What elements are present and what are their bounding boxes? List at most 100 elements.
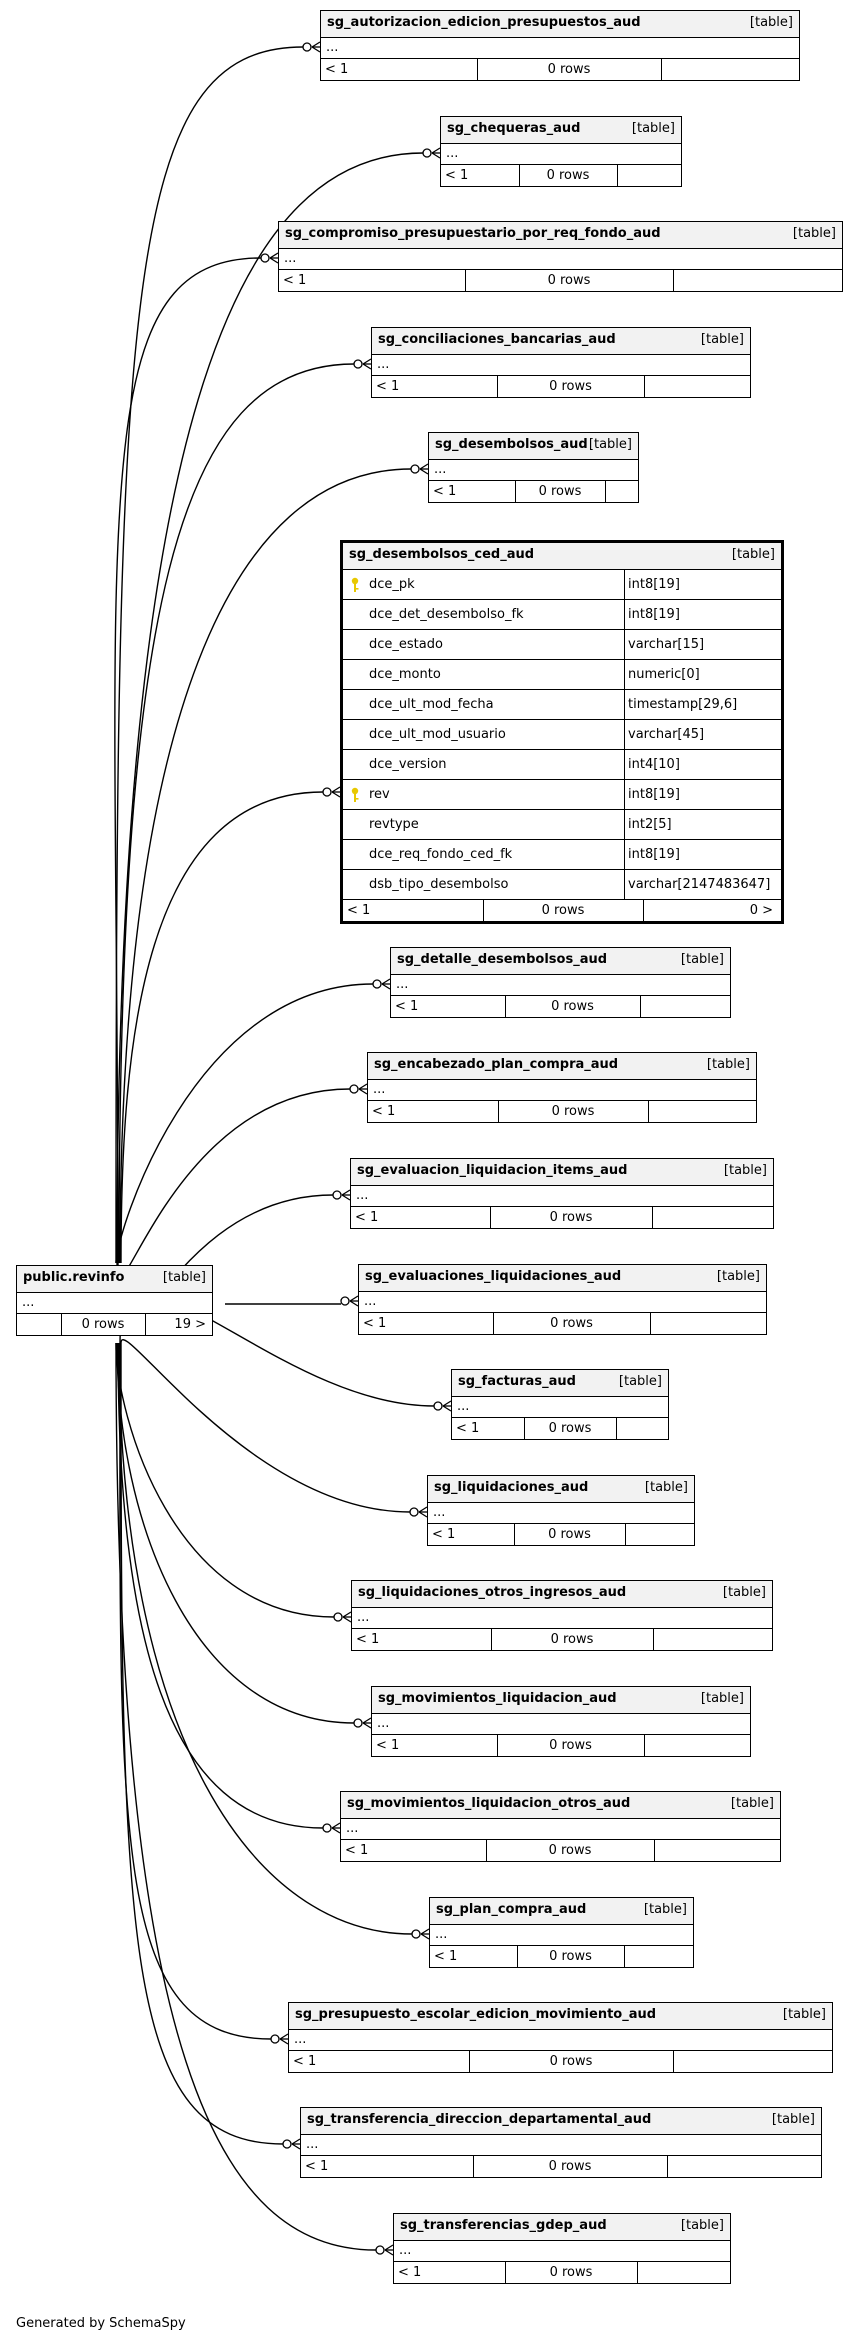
table-sg-movimientos-liquidacion-aud-footer-parents: < 1 [376,1738,400,1753]
table-sg-presupuesto-escolar-edicion-movimiento-aud[interactable]: sg_presupuesto_escolar_edicion_movimient… [288,2002,833,2073]
table-sg-movimientos-liquidacion-otros-aud-footer-divider [486,1840,487,1861]
table-sg-encabezado-plan-compra-aud[interactable]: sg_encabezado_plan_compra_aud[table]...<… [367,1052,757,1123]
table-sg-liquidaciones-aud-name: sg_liquidaciones_aud [434,1480,589,1495]
table-sg-liquidaciones-aud-header: sg_liquidaciones_aud[table] [428,1476,694,1503]
table-sg-evaluacion-liquidacion-items-aud[interactable]: sg_evaluacion_liquidacion_items_aud[tabl… [350,1158,774,1229]
table-sg-desembolsos-aud-footer-parents: < 1 [433,484,457,499]
crows-foot-marker [322,786,341,798]
table-sg-liquidaciones-otros-ingresos-aud-name: sg_liquidaciones_otros_ingresos_aud [358,1585,627,1600]
table-sg-movimientos-liquidacion-otros-aud-footer-parents: < 1 [345,1843,369,1858]
table-sg-encabezado-plan-compra-aud-header: sg_encabezado_plan_compra_aud[table] [368,1053,756,1080]
table-sg-evaluaciones-liquidaciones-aud-header: sg_evaluaciones_liquidaciones_aud[table] [359,1265,766,1292]
table-sg-liquidaciones-otros-ingresos-aud[interactable]: sg_liquidaciones_otros_ingresos_aud[tabl… [351,1580,773,1651]
table-sg-movimientos-liquidacion-otros-aud[interactable]: sg_movimientos_liquidacion_otros_aud [tab… [340,1791,781,1862]
table-sg-detalle-desembolsos-aud-footer-parents: < 1 [395,999,419,1014]
table-sg-desembolsos-ced-aud-column-type: int4[10] [624,750,680,779]
table-sg-movimientos-liquidacion-otros-aud-type-tag: [table] [730,1796,774,1811]
table-sg-chequeras-aud-columns-collapsed: ... [441,144,681,165]
table-sg-plan-compra-aud-footer-divider [624,1946,625,1967]
table-sg-transferencia-direccion-departamental-aud-footer-divider [667,2156,668,2177]
table-sg-autorizacion-edicion-presupuestos-aud-footer-divider [477,59,478,80]
table-sg-conciliaciones-bancarias-aud-type-tag: [table] [700,332,744,347]
table-sg-transferencia-direccion-departamental-aud[interactable]: sg_transferencia_direccion_departamental… [300,2107,822,2178]
table-sg-movimientos-liquidacion-aud[interactable]: sg_movimientos_liquidacion_aud[table]...… [371,1686,751,1757]
table-sg-facturas-aud-type-tag: [table] [618,1374,662,1389]
table-sg-encabezado-plan-compra-aud-footer: < 1 0 rows [368,1101,756,1122]
table-sg-desembolsos-aud-footer-divider [605,481,606,502]
table-sg-transferencias-gdep-aud-columns-collapsed: ... [394,2241,730,2262]
table-sg-desembolsos-ced-aud-column-name: dce_estado [369,637,443,652]
crows-foot-marker [322,1822,341,1834]
table-sg-desembolsos-ced-aud-column-type: int8[19] [624,600,680,629]
table-sg-conciliaciones-bancarias-aud-footer-rows: 0 rows [549,379,592,394]
table-sg-compromiso-presupuestario-por-req-fondo-aud[interactable]: sg_compromiso_presupuestario_por_req_fon… [278,221,843,292]
table-sg-encabezado-plan-compra-aud-footer-rows: 0 rows [551,1104,595,1119]
table-sg-facturas-aud-footer-parents: < 1 [456,1421,480,1436]
relationship-edge [115,1342,377,2251]
table-public-revinfo-ellipsis: ... [22,1295,35,1310]
table-public-revinfo-footer-divider [145,1314,146,1335]
table-sg-desembolsos-ced-aud-column-type: int8[19] [624,840,680,869]
table-sg-transferencia-direccion-departamental-aud-header: sg_transferencia_direccion_departamental… [301,2108,821,2135]
table-sg-presupuesto-escolar-edicion-movimiento-aud-footer-parents: < 1 [293,2054,317,2069]
table-sg-desembolsos-ced-aud-column-type: int2[5] [624,810,672,839]
table-sg-movimientos-liquidacion-otros-aud-name: sg_movimientos_liquidacion_otros_aud [347,1796,631,1811]
crows-foot-marker [349,1083,368,1095]
table-sg-desembolsos-ced-aud-footer-divider [643,900,644,921]
table-sg-facturas-aud-footer-divider [524,1418,525,1439]
table-sg-desembolsos-aud-header: sg_desembolsos_aud[table] [429,433,638,460]
table-sg-desembolsos-ced-aud-column-name: dce_pk [369,577,415,592]
table-sg-liquidaciones-aud-footer-divider [514,1524,515,1545]
table-sg-transferencias-gdep-aud-footer-parents: < 1 [398,2265,422,2280]
table-sg-encabezado-plan-compra-aud-footer-divider [648,1101,649,1122]
table-sg-conciliaciones-bancarias-aud-footer-parents: < 1 [376,379,400,394]
table-sg-desembolsos-ced-aud-footer-parents: < 1 [347,903,371,918]
table-sg-conciliaciones-bancarias-aud-footer-children [644,376,744,397]
table-sg-transferencias-gdep-aud-ellipsis: ... [399,2243,412,2258]
table-sg-evaluacion-liquidacion-items-aud-footer-rows: 0 rows [549,1210,593,1225]
table-sg-evaluaciones-liquidaciones-aud-columns-collapsed: ... [359,1292,766,1313]
table-sg-presupuesto-escolar-edicion-movimiento-aud-footer-divider [469,2051,470,2072]
table-sg-chequeras-aud-header: sg_chequeras_aud[table] [441,117,681,144]
table-sg-autorizacion-edicion-presupuestos-aud-type-tag: [table] [749,15,793,30]
table-sg-compromiso-presupuestario-por-req-fondo-aud-footer-divider [673,270,674,291]
table-sg-movimientos-liquidacion-aud-type-tag: [table] [700,1691,744,1706]
table-sg-movimientos-liquidacion-aud-footer-divider [644,1735,645,1756]
table-sg-evaluaciones-liquidaciones-aud[interactable]: sg_evaluaciones_liquidaciones_aud[table]… [358,1264,767,1335]
table-sg-desembolsos-aud-name: sg_desembolsos_aud [435,437,588,452]
crows-foot-marker [302,41,321,53]
table-sg-conciliaciones-bancarias-aud[interactable]: sg_conciliaciones_bancarias_aud[table]..… [371,327,751,398]
table-sg-presupuesto-escolar-edicion-movimiento-aud-footer-children [673,2051,826,2072]
table-sg-liquidaciones-aud-footer-divider [625,1524,626,1545]
table-sg-autorizacion-edicion-presupuestos-aud-header: sg_autorizacion_edicion_presupuestos_aud… [321,11,799,38]
table-sg-facturas-aud-footer-children [616,1418,662,1439]
table-sg-autorizacion-edicion-presupuestos-aud[interactable]: sg_autorizacion_edicion_presupuestos_aud… [320,10,800,81]
table-sg-encabezado-plan-compra-aud-footer-parents: < 1 [372,1104,396,1119]
table-sg-desembolsos-ced-aud-name: sg_desembolsos_ced_aud [349,547,535,562]
table-sg-evaluacion-liquidacion-items-aud-columns-collapsed: ... [351,1186,773,1207]
table-sg-plan-compra-aud-header: sg_plan_compra_aud[table] [430,1898,693,1925]
table-sg-evaluacion-liquidacion-items-aud-footer-children [652,1207,767,1228]
table-sg-desembolsos-aud-footer-rows: 0 rows [538,484,582,499]
table-sg-liquidaciones-otros-ingresos-aud-footer-divider [491,1629,492,1650]
table-sg-presupuesto-escolar-edicion-movimiento-aud-header: sg_presupuesto_escolar_edicion_movimient… [289,2003,832,2030]
table-public-revinfo-header: public.revinfo[table] [17,1266,212,1293]
table-public-revinfo-footer-divider [61,1314,62,1335]
relationship-edge [115,46,304,1264]
table-sg-detalle-desembolsos-aud-footer-rows: 0 rows [551,999,594,1014]
table-sg-liquidaciones-otros-ingresos-aud-ellipsis: ... [357,1610,370,1625]
